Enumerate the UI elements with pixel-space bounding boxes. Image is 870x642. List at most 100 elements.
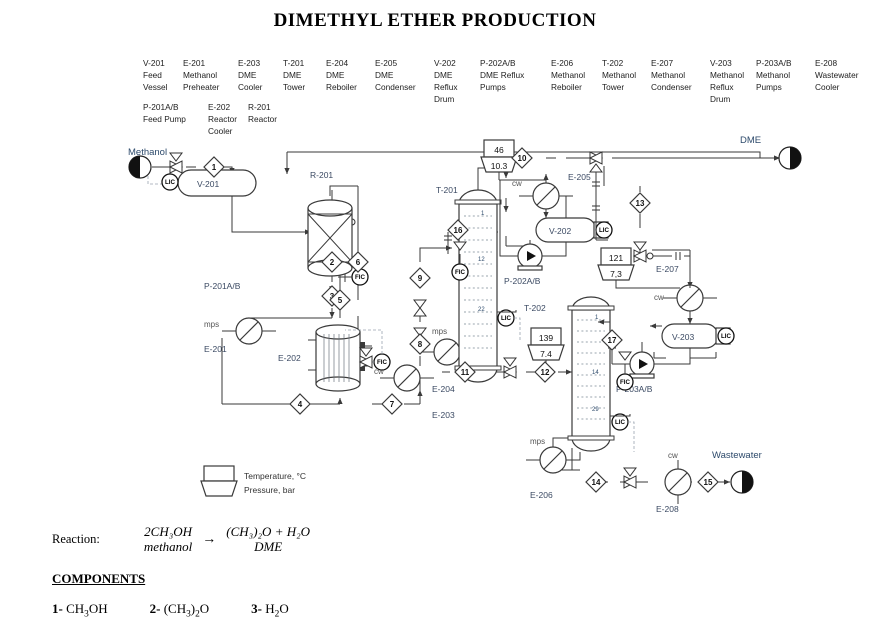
exchanger-e206: mps E-206 (526, 437, 581, 500)
legend-desc-l2: Reflux (434, 82, 458, 92)
equipment-label-e204: E-204 (432, 384, 455, 394)
stream-number: 17 (608, 336, 617, 345)
terminal-label-wastewater: Wastewater (712, 450, 762, 461)
legend-tag: P-201A/B (143, 102, 179, 112)
legend-desc-l1: Methanol (651, 70, 685, 80)
equipment-label-e206: E-206 (530, 490, 553, 500)
product-name: DME (254, 538, 283, 554)
flag-temperature: 46 (494, 145, 504, 155)
flag-temperature: 121 (609, 253, 623, 263)
reactor-effluent-valve[interactable] (413, 299, 427, 317)
controller-tag: FIC (620, 379, 630, 386)
legend-desc-l1: Methanol (183, 70, 217, 80)
legend-desc-l2: Cooler (238, 82, 263, 92)
controller-tag: FIC (455, 269, 465, 276)
dme-product-terminal: DME (740, 135, 802, 170)
stream-tag: 10 (511, 147, 533, 169)
stream-number: 13 (636, 199, 645, 208)
t202-feed-valve[interactable] (502, 357, 518, 379)
legend-desc-l2: Cooler (208, 126, 233, 136)
lic-t201[interactable]: LIC (497, 309, 521, 340)
legend-tag: P-203A/B (756, 58, 792, 68)
dme-product-valve[interactable] (588, 151, 608, 241)
equipment-label-v202: V-202 (549, 226, 571, 236)
stream-number: 8 (418, 340, 423, 349)
legend-desc-l2: Condenser (375, 82, 416, 92)
stream-number: 15 (704, 478, 713, 487)
equipment-legend: V-201 Feed Vessel E-201 Methanol Preheat… (143, 58, 859, 136)
legend-tag: R-201 (248, 102, 271, 112)
equipment-label-p203: P-203A/B (616, 384, 653, 394)
component-item: 2- (CH3)2O (150, 601, 210, 620)
tray-number: 29 (592, 407, 599, 413)
legend-tag: V-202 (434, 58, 456, 68)
flag-pressure: 7,3 (610, 269, 622, 279)
utility-label-cw: cw (374, 367, 384, 376)
controller-tag: LIC (721, 333, 731, 340)
legend-tag: E-205 (375, 58, 398, 68)
legend-tag: E-207 (651, 58, 674, 68)
stream-tag: 6 (347, 251, 369, 273)
legend-desc-l2: Preheater (183, 82, 220, 92)
wastewater-valve[interactable] (622, 467, 638, 489)
legend-desc-l2: Pumps (756, 82, 782, 92)
stream-number: 3 (330, 292, 335, 301)
stream-number: 9 (418, 274, 423, 283)
legend-desc-l2: Tower (602, 82, 624, 92)
legend-row-1: V-201 Feed Vessel E-201 Methanol Preheat… (143, 58, 859, 104)
legend-tag: P-202A/B (480, 58, 516, 68)
component-item: 1- CH3OH (52, 601, 108, 620)
component-index: 1- (52, 600, 63, 616)
utility-label-mps: mps (530, 437, 545, 446)
lic-t202[interactable]: LIC (610, 413, 635, 452)
components-list: 1- CH3OH 2- (CH3)2O 3- H2O (0, 601, 870, 620)
legend-desc-l1: Feed Pump (143, 114, 186, 124)
legend-desc-l1: Methanol (602, 70, 636, 80)
utility-label-mps: mps (204, 320, 219, 329)
reaction-product: (CH₃)₂O + H₂O DME (226, 524, 310, 555)
stream-tag: 15 (697, 471, 719, 493)
recycle-header (287, 151, 761, 158)
legend-desc-l1: Feed (143, 70, 162, 80)
stream13-valve[interactable] (632, 241, 691, 288)
lic-v201[interactable]: LIC (161, 173, 179, 191)
legend-desc-l2: Reboiler (326, 82, 357, 92)
equipment-label-v201: V-201 (197, 179, 219, 189)
stream-tag: 16 (447, 219, 469, 241)
lic-v202[interactable]: LIC (593, 221, 613, 239)
exchanger-e203: cw E-203 (374, 364, 455, 420)
legend-tag: E-208 (815, 58, 838, 68)
legend-desc-l2: Tower (283, 82, 305, 92)
footer-section: Reaction: 2CH₃OH methanol → (CH₃)₂O + H₂… (0, 524, 870, 620)
lic-v203[interactable]: LIC (715, 327, 735, 345)
fic-e202[interactable]: FIC (345, 329, 391, 371)
equipment-label-p201: P-201A/B (204, 281, 241, 291)
stream-number: 7 (390, 400, 395, 409)
stream-number: 14 (592, 478, 601, 487)
tower-t202: 1 14 29 T-202 (524, 296, 615, 452)
legend-desc-l1: Reactor (208, 114, 237, 124)
legend-desc-l3: Drum (710, 94, 730, 104)
component-item: 3- H2O (251, 601, 289, 620)
equipment-label-p202: P-202A/B (504, 276, 541, 286)
flag-pressure: 7.4 (540, 349, 552, 359)
fic-t201-reflux[interactable]: FIC (444, 232, 469, 281)
reaction-label: Reaction: (52, 532, 100, 547)
equipment-label-e208: E-208 (656, 504, 679, 514)
tray-number: 12 (478, 257, 485, 263)
stream-number: 10 (518, 154, 527, 163)
feed-control-valve[interactable] (168, 152, 184, 174)
legend-tag: E-206 (551, 58, 574, 68)
legend-tag: E-202 (208, 102, 231, 112)
legend-tag: E-203 (238, 58, 261, 68)
tray-number: 22 (478, 307, 485, 313)
legend-desc-l2: Condenser (651, 82, 692, 92)
legend-desc-l3: Drum (434, 94, 454, 104)
wastewater-terminal: Wastewater (712, 450, 762, 494)
component-index: 2- (149, 600, 161, 616)
legend-desc-l1: Wastewater (815, 70, 859, 80)
stream-tag: 7 (381, 393, 403, 415)
methanol-source-terminal: Methanol (128, 147, 167, 179)
controller-tag: LIC (165, 179, 175, 186)
stream-tag: 17 (601, 329, 623, 351)
